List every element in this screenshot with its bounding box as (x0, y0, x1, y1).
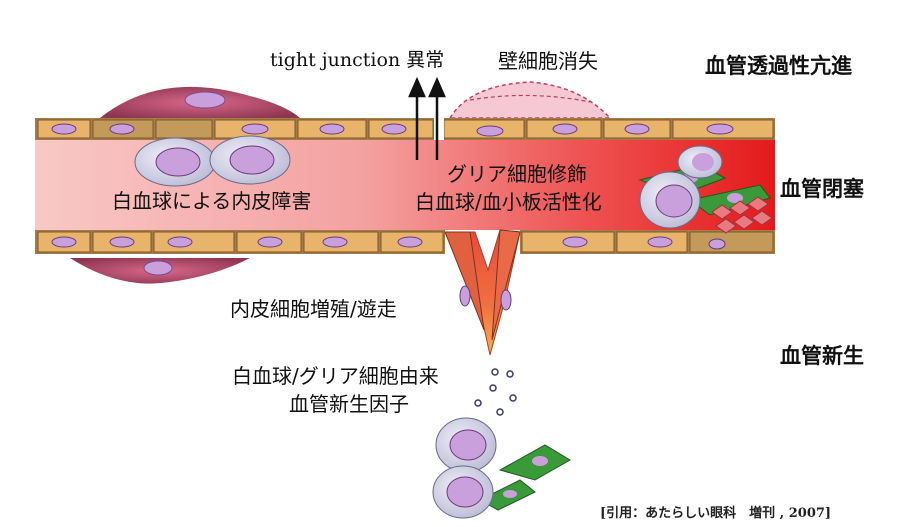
lost-pericyte-ghost (448, 81, 612, 119)
label-tight-junction: tight junction 異常 (270, 49, 445, 71)
label-angiogenic-factor: 血管新生因子 (289, 392, 409, 416)
label-leukocyte-damage: 白血球による内皮障害 (112, 189, 312, 213)
tight-junction-gap (434, 118, 444, 140)
lower-endothelial-wall (35, 230, 775, 254)
upper-endothelial-wall (35, 118, 775, 140)
pericyte-top-left (100, 86, 300, 118)
label-pericyte-loss: 壁細胞消失 (498, 49, 598, 73)
outcome-occlusion: 血管閉塞 (780, 177, 864, 201)
permeability-arrows (408, 76, 446, 160)
label-leukocyte-platelet: 白血球/血小板活性化 (415, 190, 602, 214)
outcome-hyperpermeability: 血管透過性亢進 (705, 54, 852, 78)
outcome-angiogenesis: 血管新生 (780, 344, 864, 368)
occlusion-cluster (638, 145, 773, 234)
citation: [引用：あたらしい眼科 増刊 , 2007] (600, 506, 832, 521)
angiogenic-sprout (444, 229, 521, 356)
angiogenic-factor-dots (474, 368, 517, 416)
label-factor-source: 白血球/グリア細胞由来 (232, 364, 439, 388)
label-endothelial-proliferation: 内皮細胞増殖/遊走 (230, 297, 397, 321)
label-glia-modification: グリア細胞修飾 (447, 162, 587, 186)
pericyte-bottom-left (70, 258, 250, 284)
leukocytes-left (134, 135, 291, 187)
source-cells-bottom (432, 417, 571, 519)
